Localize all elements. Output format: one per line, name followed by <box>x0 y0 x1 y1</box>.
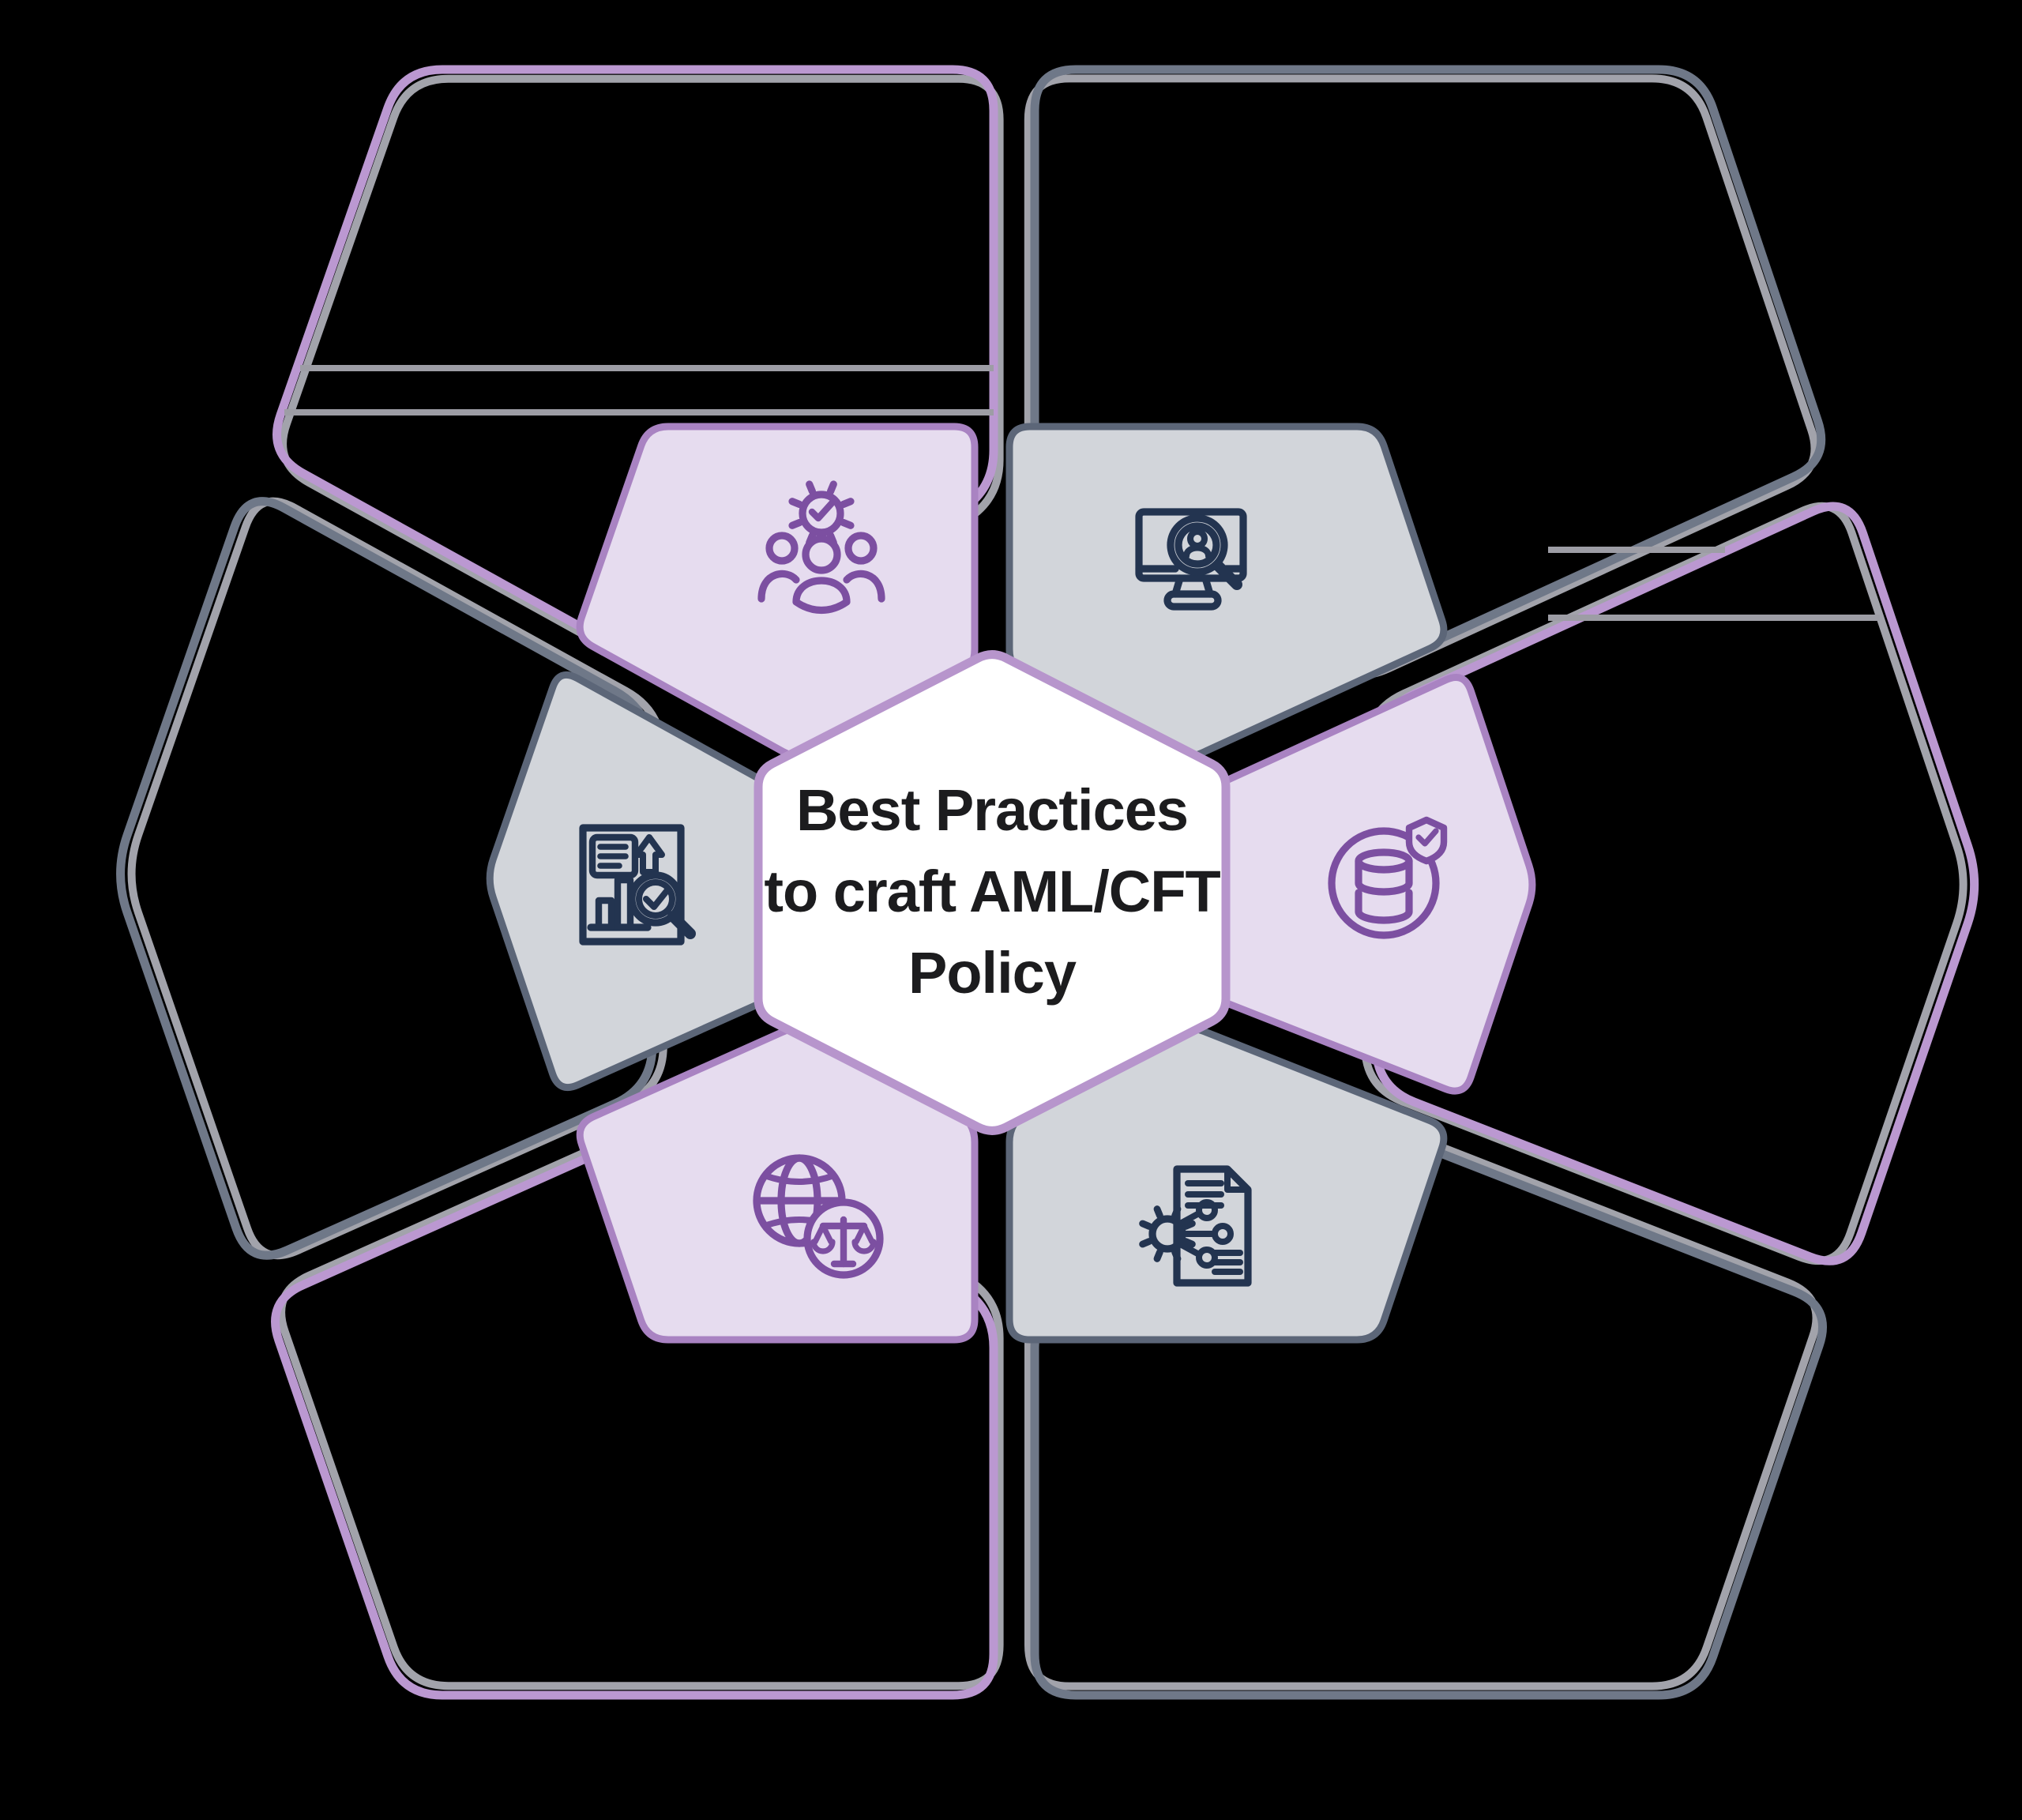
monitor-user-search-icon <box>1135 508 1247 611</box>
database-shield-check-icon <box>1328 816 1448 939</box>
outer-petal-top-left-outline <box>272 65 1004 680</box>
outer-petal-top-left-border <box>272 65 998 671</box>
report-analysis-icon <box>579 824 696 946</box>
center-hexagon <box>754 650 1231 1135</box>
outer-petal-top-left-shadow <box>279 74 1004 680</box>
globe-legal-scales-icon <box>753 1154 884 1279</box>
team-gear-check-icon <box>757 480 885 614</box>
document-gear-icon <box>1139 1165 1252 1287</box>
